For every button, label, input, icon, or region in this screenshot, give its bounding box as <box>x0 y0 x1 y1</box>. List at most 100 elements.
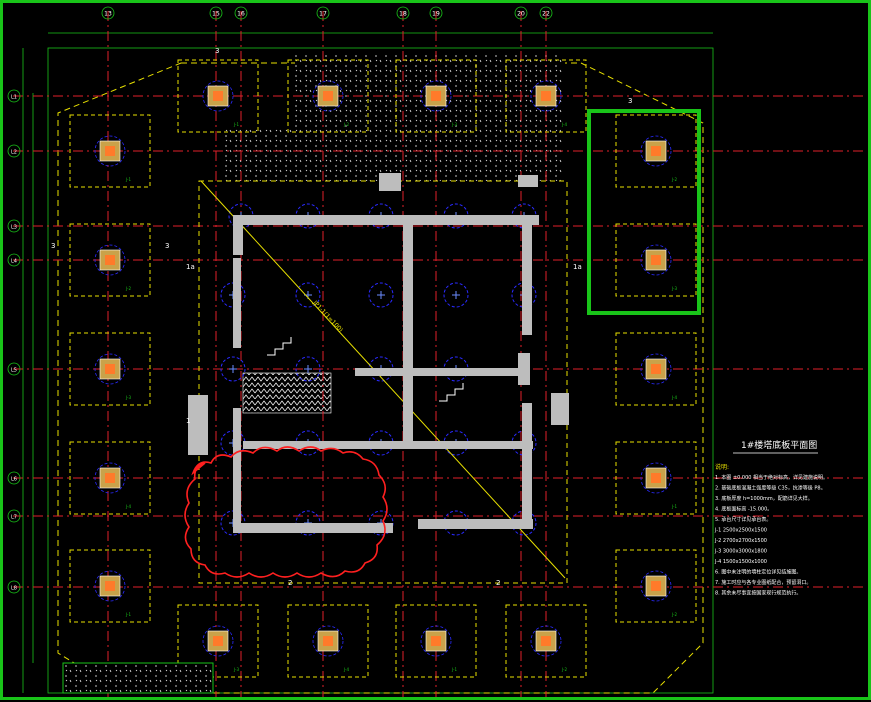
pile-cap-outline <box>395 59 477 133</box>
column-core <box>105 364 115 374</box>
column-core <box>105 581 115 591</box>
grid-bubble <box>7 89 21 103</box>
pile-circle <box>420 80 452 112</box>
drawing-title: 1#楼塔底板平面图 <box>741 439 817 451</box>
pile-circle <box>640 462 672 494</box>
ramp-zone <box>62 662 214 694</box>
pile-circle <box>530 80 562 112</box>
pile-circle <box>420 625 452 657</box>
pile-cap-label: J-2 <box>561 667 567 672</box>
column-core <box>213 636 223 646</box>
pile-cap-outline <box>177 604 259 678</box>
pile-circle <box>530 625 562 657</box>
pile-center-mark <box>452 291 460 299</box>
column-core <box>105 255 115 265</box>
pile-cap-label: J-3 <box>125 395 131 400</box>
grid-label-left: L3 <box>11 225 17 231</box>
pile-cap-outline <box>505 59 587 133</box>
note-line: J-2 2700x2700x1500 <box>714 538 767 544</box>
grid-label-top: 22 <box>542 11 550 18</box>
notes-lines: 1. 本图 ±0.000 相当于绝对标高，详见建施说明。2. 基础底板混凝土强度… <box>714 474 828 597</box>
grid-label-left: L8 <box>11 586 17 592</box>
pile-cap-label: J-3 <box>451 122 457 127</box>
grid-label-left: L1 <box>11 95 17 101</box>
pile-cap-outline <box>395 604 477 678</box>
section-mark: 3 <box>628 97 632 105</box>
pile-cap-label: J-2 <box>671 177 677 182</box>
pile-center-mark <box>304 365 312 373</box>
grid-label-left: L7 <box>11 515 17 521</box>
section-mark: 2 <box>288 579 292 587</box>
pile-cap-label: J-4 <box>343 667 349 672</box>
diagonal-line <box>200 180 566 579</box>
stair-symbols <box>267 337 464 402</box>
pile-cap-outline <box>615 549 697 623</box>
grid-label-left: L5 <box>11 368 17 374</box>
dimension-frames <box>22 32 714 694</box>
pile-cap-outline <box>69 223 151 297</box>
pile-circle <box>312 80 344 112</box>
note-line: 6. 图中未注明的墙柱定位详见结施图。 <box>715 569 801 576</box>
column-core <box>105 473 115 483</box>
note-line: 4. 底板面标高 -15.000。 <box>715 506 772 513</box>
grid-label-top: 18 <box>399 11 407 18</box>
pile-circle <box>640 135 672 167</box>
column-core <box>323 91 333 101</box>
note-line: 5. 承台尺寸详见承台表。 <box>715 516 771 523</box>
grid-label-top: 16 <box>237 11 245 18</box>
column-core <box>651 364 661 374</box>
pile-cap-outline <box>615 223 697 297</box>
grid-label-left: L6 <box>11 477 17 483</box>
pile-cap-outline <box>505 604 587 678</box>
grid-label-top: 15 <box>212 11 220 18</box>
grid-bubble <box>429 6 443 20</box>
pile-center-mark <box>377 291 385 299</box>
grid-bubble <box>209 6 223 20</box>
pile-cap-label: J-2 <box>671 612 677 617</box>
note-line: 1. 本图 ±0.000 相当于绝对标高，详见建施说明。 <box>715 474 828 481</box>
pile-cap-label: J-2 <box>125 286 131 291</box>
column-core <box>541 636 551 646</box>
pile-cap-label: J-4 <box>561 122 567 127</box>
grid-bubble <box>7 580 21 594</box>
notes-heading: 说明: <box>715 463 729 471</box>
pile-cap-label: J-1 <box>125 177 131 182</box>
pile-circle <box>94 462 126 494</box>
pile-circle <box>220 356 246 382</box>
pile-cap-label: J-1 <box>451 667 457 672</box>
grid-bubble <box>396 6 410 20</box>
grid-bubble <box>7 471 21 485</box>
section-mark: 2 <box>496 579 500 587</box>
pile-cap-outline <box>177 59 259 133</box>
pile-circle <box>295 282 321 308</box>
pile-cap-outline <box>287 604 369 678</box>
note-line: J-1 2500x2500x1500 <box>714 528 767 534</box>
column-core <box>651 473 661 483</box>
pile-cap-outline <box>69 441 151 515</box>
grid-bubble <box>101 6 115 20</box>
grid-bubble <box>7 362 21 376</box>
section-mark: 3 <box>165 242 169 250</box>
pile-cap-label: J-4 <box>671 395 677 400</box>
pile-cap-outline <box>615 332 697 406</box>
note-line: J-3 3000x3000x1800 <box>714 549 767 555</box>
section-mark: 3 <box>51 242 55 250</box>
revision-cloud <box>184 446 388 578</box>
grid-label-left: L4 <box>11 259 17 265</box>
pile-cap-outline <box>69 114 151 188</box>
detail-box <box>587 109 701 315</box>
grid-bubble <box>514 6 528 20</box>
column-core <box>213 91 223 101</box>
pile-circle <box>94 570 126 602</box>
grid-label-top: 17 <box>319 11 327 18</box>
note-line: 3. 底板厚度 h=1000mm，配筋详见大样。 <box>715 495 813 502</box>
pile-cap-label: J-1 <box>671 504 677 509</box>
notes-block: 1#楼塔底板平面图 说明: 1. 本图 ±0.000 相当于绝对标高，详见建施说… <box>714 439 828 597</box>
pile-circle <box>94 135 126 167</box>
pile-circle <box>368 282 394 308</box>
grid-bubble <box>7 253 21 267</box>
slab-boundary <box>57 62 704 694</box>
pile-cap-outline <box>69 332 151 406</box>
hatched-zones <box>225 55 565 414</box>
